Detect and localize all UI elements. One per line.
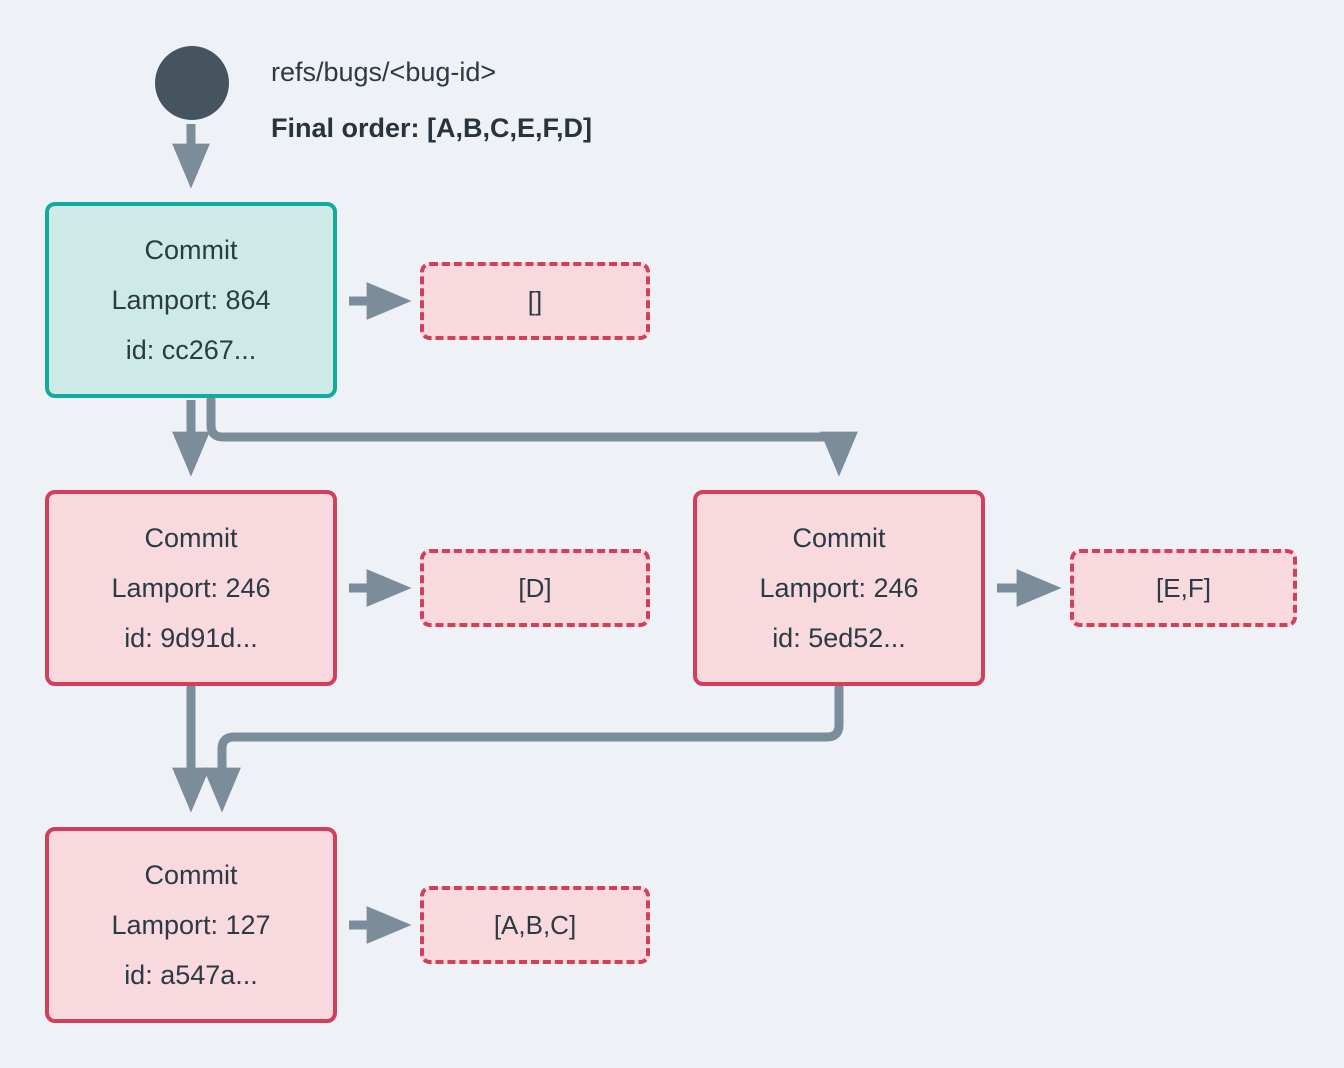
- ref-label: refs/bugs/<bug-id>: [271, 57, 497, 87]
- commit-hash: id: 9d91d...: [124, 623, 258, 653]
- edge-commit-root-to-right-mid: [206, 395, 858, 477]
- payload-box-cc267[interactable]: []: [420, 262, 650, 340]
- commit-lamport: Lamport: 864: [111, 285, 271, 315]
- commit-title: Commit: [792, 523, 886, 553]
- payload-text: [A,B,C]: [493, 909, 577, 940]
- payload-text: [D]: [518, 572, 552, 603]
- commit-title: Commit: [144, 235, 238, 265]
- commit-hash: id: cc267...: [125, 335, 257, 365]
- payload-text: []: [527, 285, 543, 316]
- edge-right-mid-to-bottom: [203, 683, 844, 813]
- commit-lamport: Lamport: 246: [759, 573, 919, 603]
- payload-box-a547a[interactable]: [A,B,C]: [420, 886, 650, 964]
- final-order-label: Final order: [A,B,C,E,F,D]: [271, 113, 593, 143]
- commit-hash: id: a547a...: [124, 960, 258, 990]
- payload-box-9d91d[interactable]: [D]: [420, 549, 650, 627]
- commit-node-cc267[interactable]: Commit Lamport: 864 id: cc267...: [45, 202, 337, 398]
- commit-title: Commit: [144, 523, 238, 553]
- commit-title: Commit: [144, 860, 238, 890]
- commit-node-9d91d[interactable]: Commit Lamport: 246 id: 9d91d...: [45, 490, 337, 686]
- commit-node-a547a[interactable]: Commit Lamport: 127 id: a547a...: [45, 827, 337, 1023]
- commit-hash: id: 5ed52...: [772, 623, 906, 653]
- payload-box-5ed52[interactable]: [E,F]: [1070, 549, 1297, 627]
- payload-text: [E,F]: [1156, 572, 1211, 603]
- commit-lamport: Lamport: 127: [111, 910, 271, 940]
- branch-head-dot[interactable]: [155, 46, 229, 120]
- commit-node-5ed52[interactable]: Commit Lamport: 246 id: 5ed52...: [693, 490, 985, 686]
- commit-lamport: Lamport: 246: [111, 573, 271, 603]
